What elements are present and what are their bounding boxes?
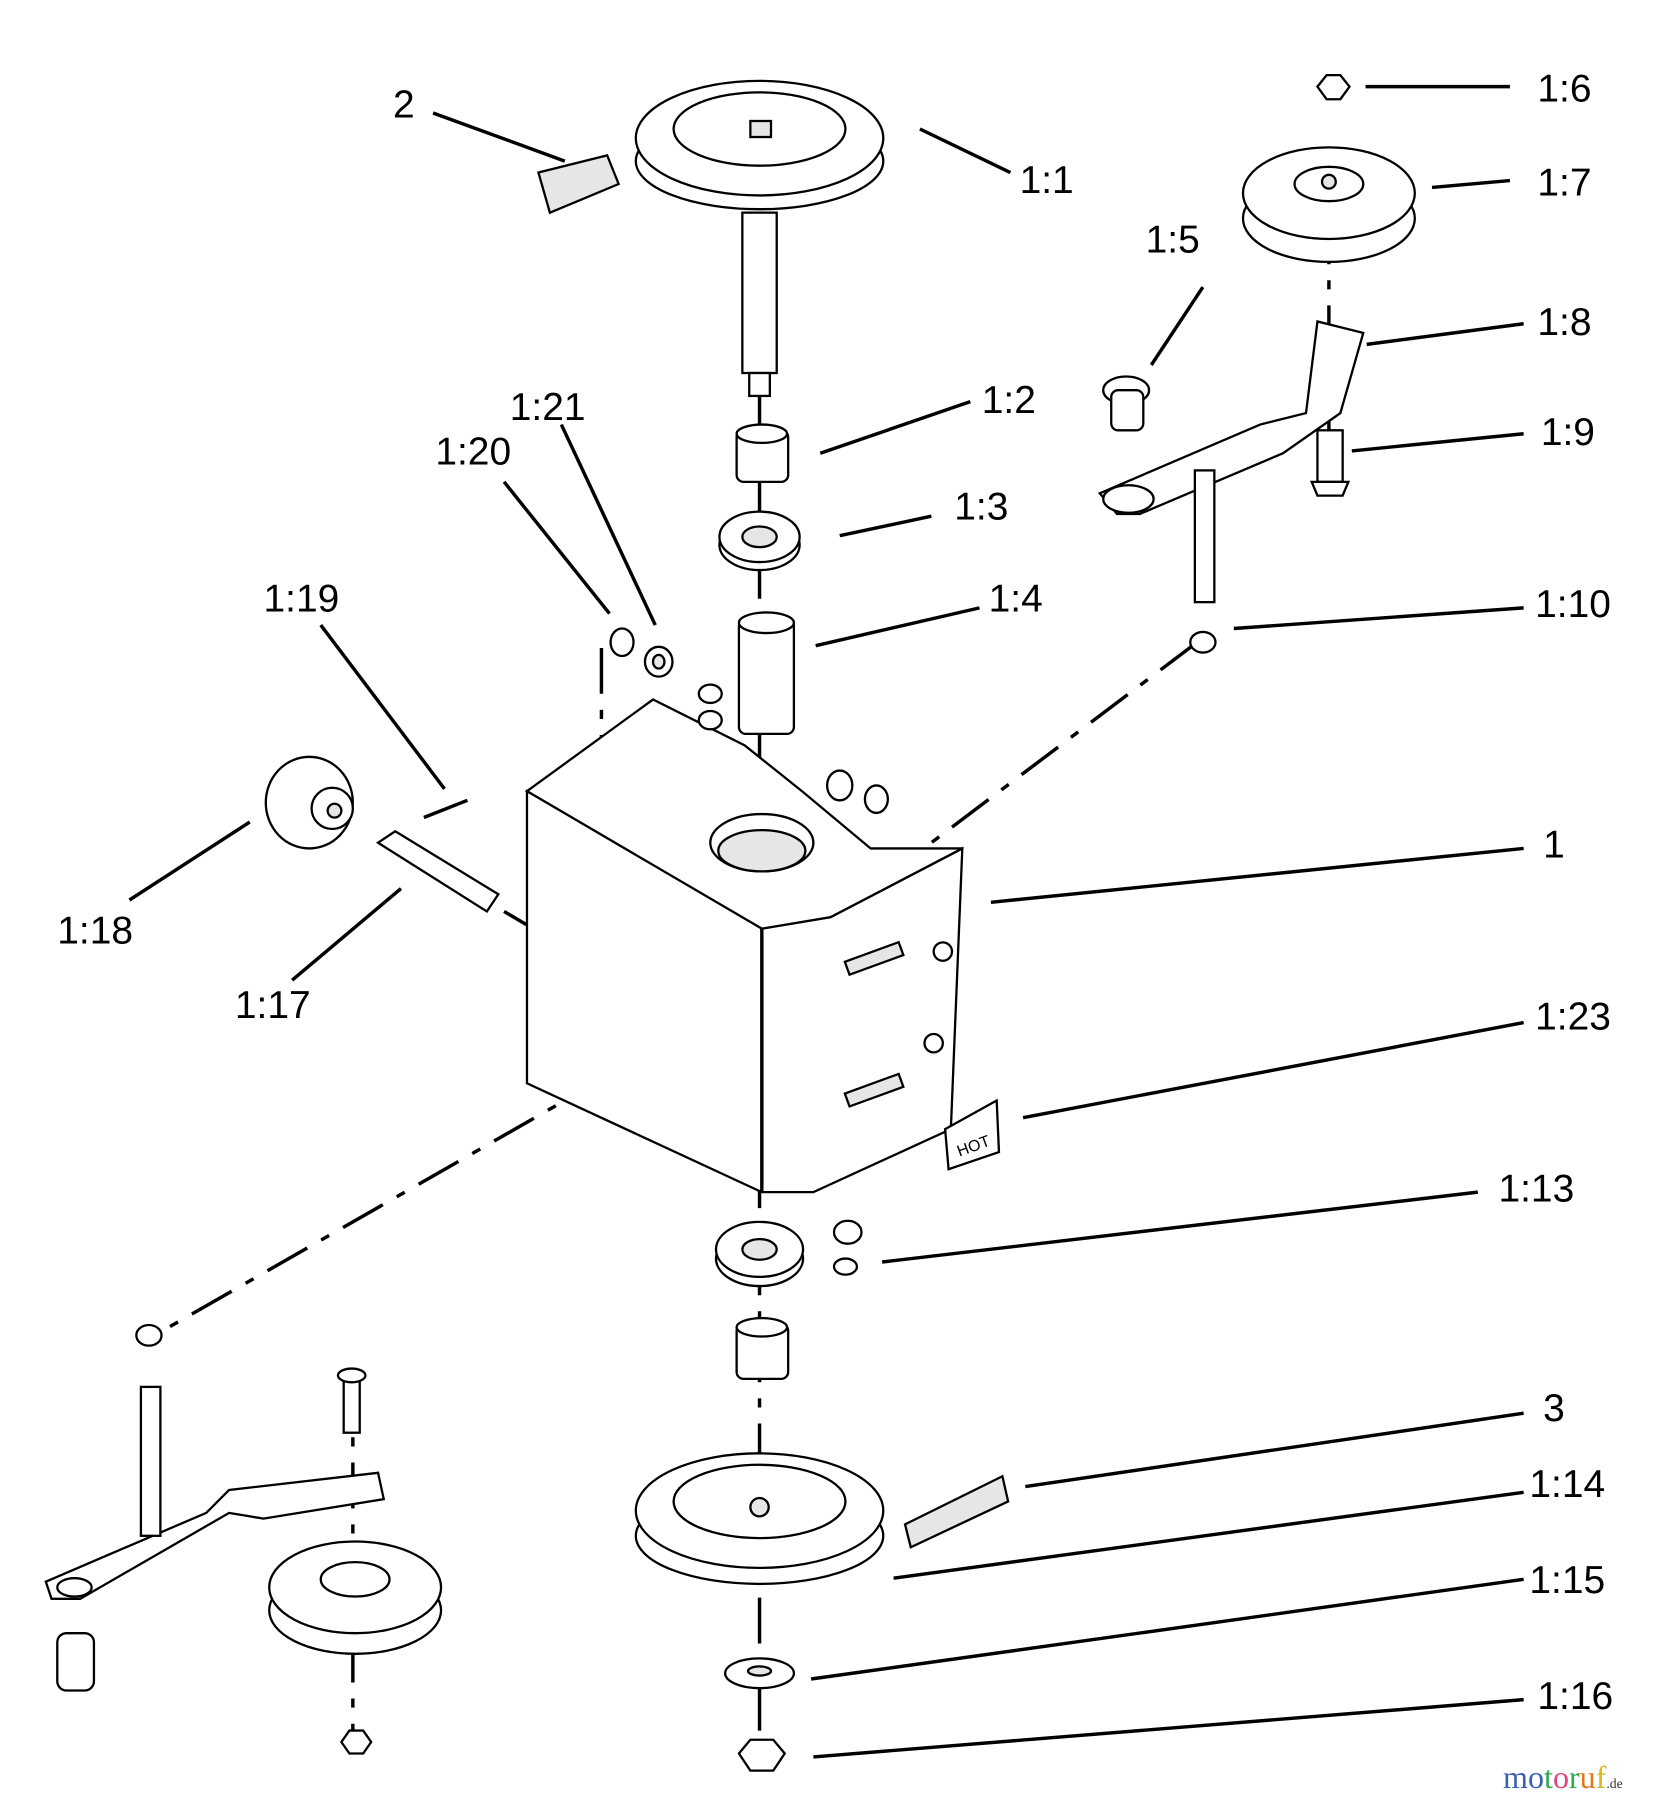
watermark-letter: o <box>1528 1759 1544 1795</box>
washer-right <box>825 769 889 815</box>
washer-1-15 <box>724 1657 796 1690</box>
callout-1-5: 1:5 <box>1146 219 1200 262</box>
callout-1-8: 1:8 <box>1537 301 1591 344</box>
callout-1-21: 1:21 <box>510 386 586 429</box>
watermark-suffix: .de <box>1606 1776 1622 1791</box>
idler-arm-1-8 <box>1097 320 1365 604</box>
callout-1-17: 1:17 <box>235 984 311 1027</box>
callout-1-14: 1:14 <box>1529 1463 1605 1506</box>
decal-1-23: HOT <box>943 1098 1001 1171</box>
spacer-1-2 <box>735 423 790 483</box>
callout-1-2: 1:2 <box>982 379 1036 422</box>
spring-1-20 <box>609 627 635 658</box>
bearing-1-3 <box>718 510 801 572</box>
callout-1-10: 1:10 <box>1535 583 1611 626</box>
callout-1-4: 1:4 <box>989 577 1043 620</box>
callout-1-16: 1:16 <box>1537 1675 1613 1718</box>
belt-section-3 <box>903 1474 1010 1549</box>
callout-1-20: 1:20 <box>435 431 511 474</box>
nut-1-10 <box>1189 630 1217 654</box>
callout-2: 2 <box>393 84 415 127</box>
top-pulley <box>634 79 885 398</box>
pin-1-5 <box>1102 375 1151 432</box>
watermark-letter: o <box>1553 1759 1569 1795</box>
bolt-1-9 <box>1309 429 1351 497</box>
adjuster-rod-1-17 <box>375 829 500 914</box>
callout-1: 1 <box>1543 824 1565 867</box>
adjuster-knob-1-18 <box>264 755 354 850</box>
callout-1-3: 1:3 <box>954 486 1008 529</box>
watermark-letter: u <box>1580 1759 1596 1795</box>
spacer-lower <box>735 1317 790 1381</box>
watermark-text: motoruf.de <box>1503 1759 1623 1795</box>
nut-1-16 <box>737 1738 787 1772</box>
idler-arm-lower <box>44 1323 386 1692</box>
callout-1-19: 1:19 <box>263 577 339 620</box>
housing-1 <box>524 698 964 1194</box>
bottom-pulley-1-14 <box>634 1452 885 1586</box>
leader-lines <box>128 84 1524 1759</box>
watermark-letter: t <box>1544 1759 1553 1795</box>
callout-1-15: 1:15 <box>1529 1559 1605 1602</box>
callout-3: 3 <box>1543 1387 1565 1430</box>
watermark-letter: r <box>1569 1759 1580 1795</box>
callout-1-9: 1:9 <box>1541 411 1595 454</box>
callout-1-13: 1:13 <box>1498 1167 1574 1210</box>
belt-section-2 <box>537 154 621 215</box>
watermark-letter: f <box>1596 1759 1607 1795</box>
callout-1-7: 1:7 <box>1537 161 1591 204</box>
bearing-lower <box>714 1220 805 1288</box>
callout-1-23: 1:23 <box>1535 995 1611 1038</box>
callout-1-18: 1:18 <box>57 910 133 953</box>
clip <box>697 683 723 731</box>
idler-pulley-1-7 <box>1241 146 1416 264</box>
callout-1-6: 1:6 <box>1537 68 1591 111</box>
spacer-1-4 <box>737 611 796 736</box>
nut-1-6 <box>1316 74 1351 101</box>
callout-labels: 2 1:1 1:6 1:7 1:5 1:8 1:21 1:2 1:20 1:9 … <box>57 68 1613 1718</box>
callout-1-1: 1:1 <box>1020 159 1074 202</box>
watermark-letter: m <box>1503 1759 1528 1795</box>
idler-pulley-lower <box>268 1540 443 1755</box>
washer-1-21 <box>643 645 674 678</box>
nut-1-13 <box>832 1219 863 1276</box>
motoruf-logo: motoruf.de <box>1503 1759 1623 1795</box>
pin-1-19 <box>423 798 469 820</box>
